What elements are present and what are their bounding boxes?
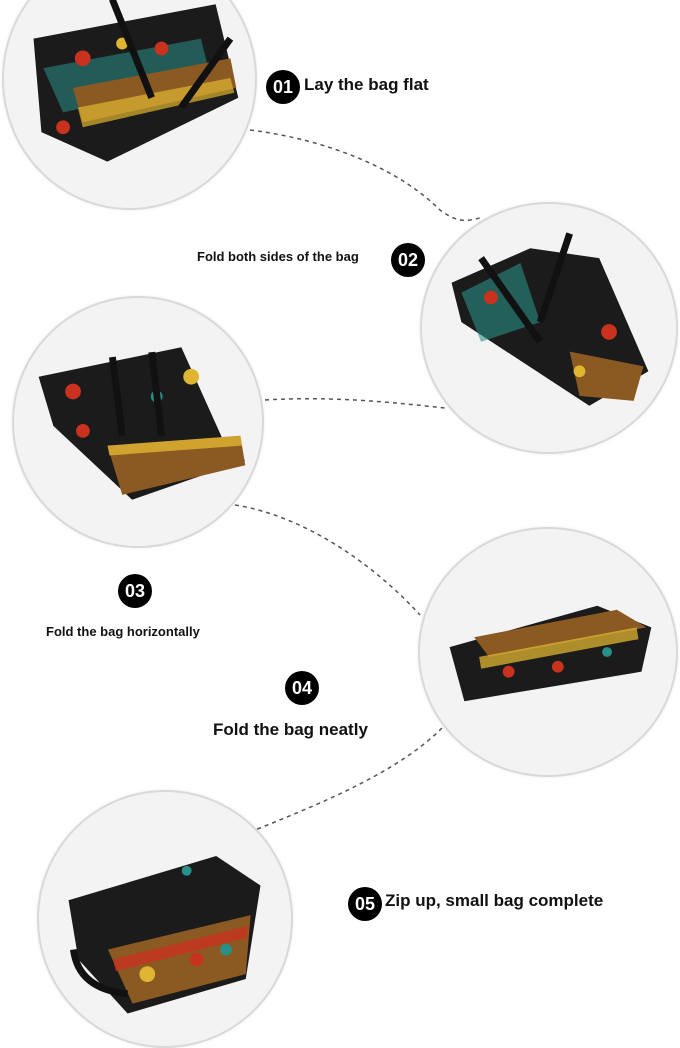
bag-folded-horizontally-illustration (38, 347, 246, 500)
bag-folded-sides-illustration (451, 232, 649, 406)
step-4-badge: 04 (285, 671, 319, 705)
step-1-badge: 01 (266, 70, 300, 104)
step-5-badge: 05 (348, 887, 382, 921)
step-5-image (37, 790, 293, 1048)
step-2-label: Fold both sides of the bag (197, 249, 359, 264)
step-4-image (418, 527, 678, 777)
step-1-image (2, 0, 257, 210)
step-3-image (12, 296, 264, 548)
step-5-label: Zip up, small bag complete (385, 891, 604, 910)
step-2-image (420, 202, 678, 454)
bag-folded-neatly-illustration (449, 605, 652, 702)
bag-zipped-illustration (68, 856, 261, 1014)
step-3-badge: 03 (118, 574, 152, 608)
step-1-label: Lay the bag flat (304, 75, 429, 94)
step-3-label: Fold the bag horizontally (46, 624, 200, 639)
bag-flat-illustration (33, 0, 239, 162)
step-4-label: Fold the bag neatly (213, 720, 368, 739)
step-2-badge: 02 (391, 243, 425, 277)
